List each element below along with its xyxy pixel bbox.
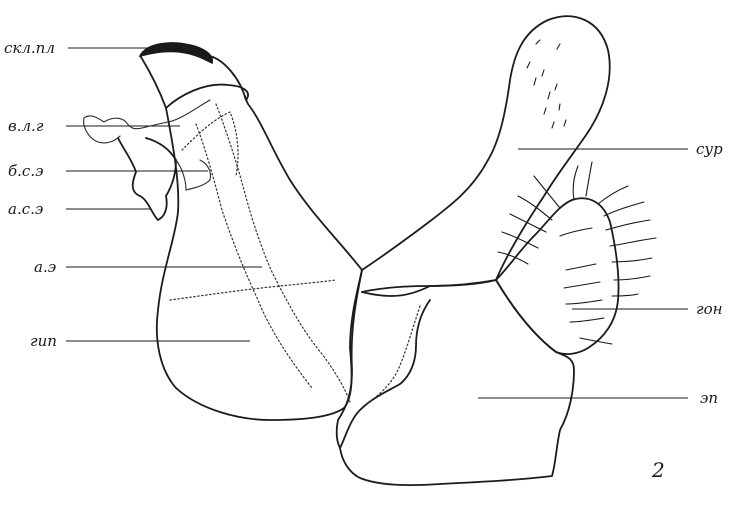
apical-cap-shape xyxy=(141,56,248,108)
basal-process-shape xyxy=(176,160,211,190)
uncus-shape xyxy=(362,16,610,292)
label-sclerotized-plate: скл.пл xyxy=(4,40,55,56)
label-basal-sclerite-aedeagus: б.с.э xyxy=(8,163,44,179)
aedeagus-dotted-inner xyxy=(196,124,312,388)
ventral-lobe-tip xyxy=(84,118,120,143)
epiphallus-shape xyxy=(340,280,574,485)
sclerotized-plate-shape xyxy=(140,43,212,63)
figure-number: 2 xyxy=(652,458,665,482)
label-gonopod: гон xyxy=(696,301,723,317)
uncus-setae xyxy=(527,40,566,128)
label-apical-sclerite-aedeagus: а.с.э xyxy=(8,201,43,217)
label-epiphallus: эп xyxy=(700,390,718,406)
ventral-lobe-shape xyxy=(84,100,210,129)
central-junction-shape xyxy=(337,270,362,448)
label-ventral-lobe-gnathos: в.л.г xyxy=(8,118,43,134)
aedeagus-dotted-outline xyxy=(216,104,350,402)
label-aedeagus: а.э xyxy=(34,259,56,275)
label-uncus: сур xyxy=(696,141,723,157)
epiphallus-dotted-edge xyxy=(366,306,420,404)
gonopod-shape xyxy=(496,198,619,354)
apical-process-shape xyxy=(118,138,176,220)
label-hypandrium: гип xyxy=(30,333,57,349)
